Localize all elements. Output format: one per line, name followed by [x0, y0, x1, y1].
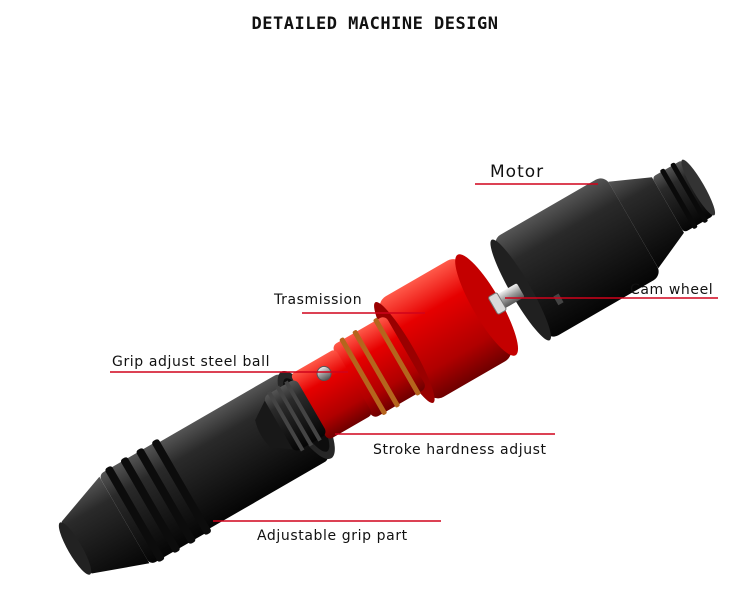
- diagram-title: DETAILED MACHINE DESIGN: [251, 14, 499, 34]
- grip-ball-label: Grip adjust steel ball: [112, 354, 271, 370]
- grip-part-label: Adjustable grip part: [257, 528, 408, 544]
- motor-label: Motor: [490, 162, 545, 182]
- leader-lines: [110, 183, 718, 522]
- stroke-hardness-label: Stroke hardness adjust: [373, 442, 547, 458]
- motor-part: [488, 159, 716, 341]
- transmission-label: Trasmission: [274, 292, 363, 308]
- cam-wheel-label: Cam wheel: [630, 282, 714, 298]
